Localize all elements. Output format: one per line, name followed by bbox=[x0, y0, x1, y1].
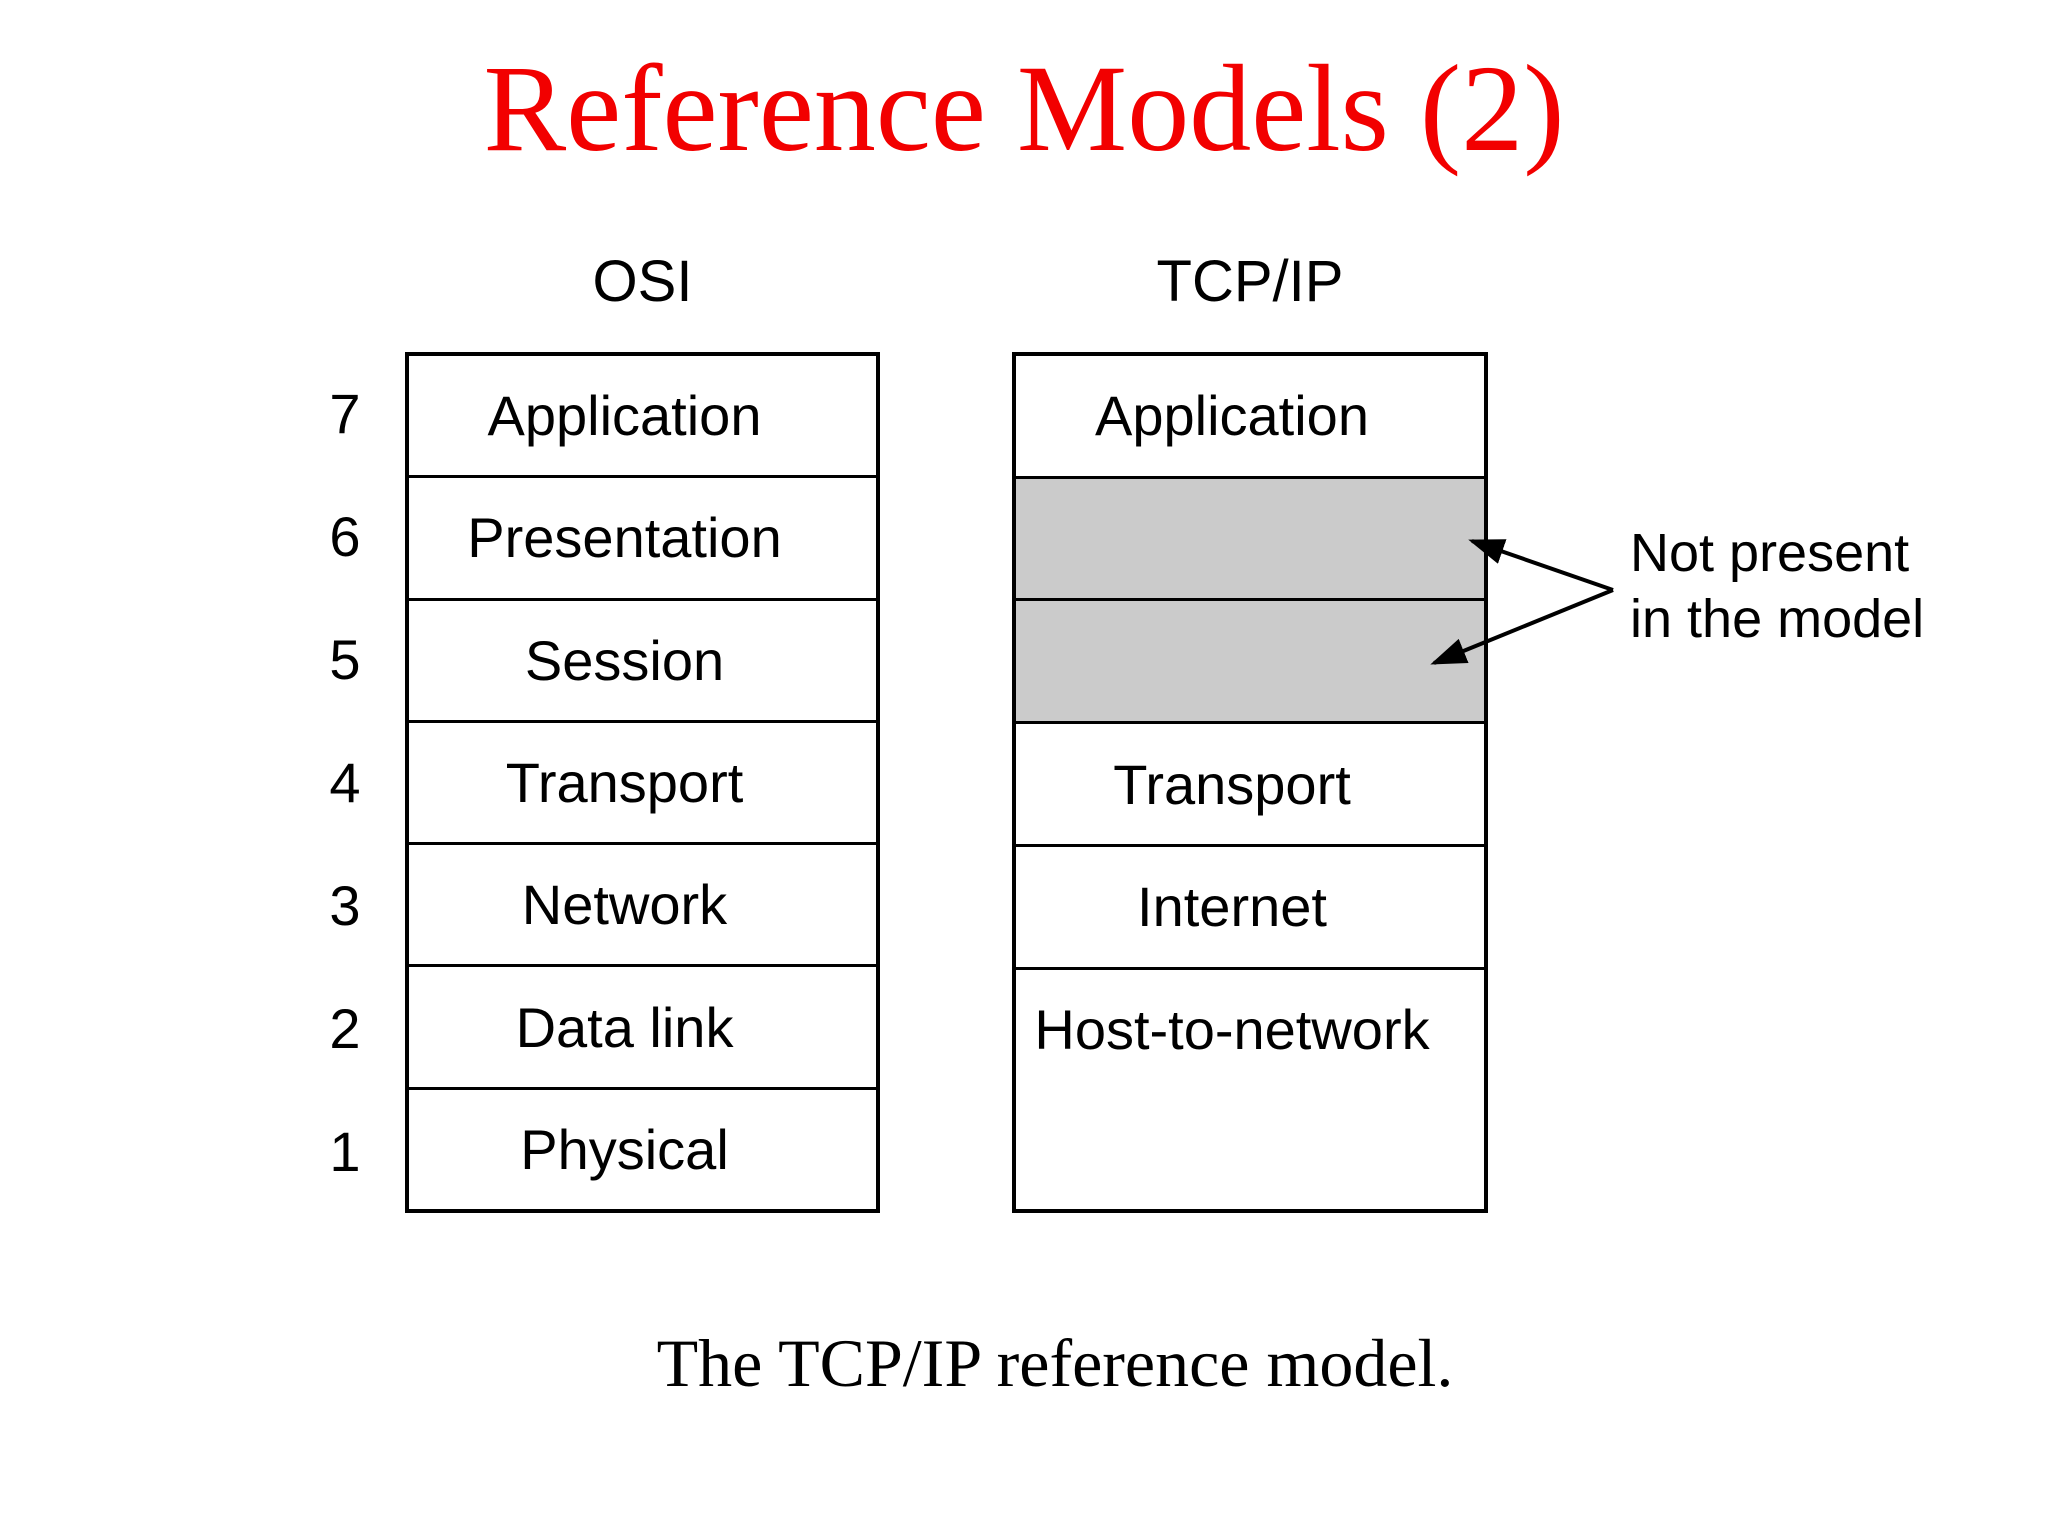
osi-layer-session: Session bbox=[409, 601, 876, 723]
osi-column-header: OSI bbox=[592, 249, 693, 314]
tcpip-stack-box: Application Transport Internet Host-to-n… bbox=[1012, 352, 1488, 1213]
arrow-to-upper-gray-box bbox=[1468, 539, 1614, 592]
osi-layer-numbers: 7 6 5 4 3 2 1 bbox=[295, 352, 395, 1213]
figure-caption: The TCP/IP reference model. bbox=[656, 1325, 1454, 1401]
layer-number-6: 6 bbox=[329, 505, 361, 568]
tcpip-column-header: TCP/IP bbox=[1156, 249, 1344, 314]
layer-number-5: 5 bbox=[329, 628, 361, 691]
tcpip-layer-host-to-network: Host-to-network bbox=[1016, 970, 1484, 1209]
not-present-arrows bbox=[1430, 539, 1614, 665]
osi-layer-network: Network bbox=[409, 845, 876, 968]
arrow-to-lower-gray-box bbox=[1430, 588, 1614, 665]
osi-layer-datalink: Data link bbox=[409, 967, 876, 1090]
tcpip-absent-row-upper bbox=[1016, 478, 1484, 602]
layer-number-4: 4 bbox=[329, 751, 361, 814]
layer-number-3: 3 bbox=[329, 874, 361, 937]
tcpip-layer-internet: Internet bbox=[1016, 847, 1484, 970]
layer-number-1: 1 bbox=[329, 1120, 361, 1183]
osi-stack-box: Application Presentation Session Transpo… bbox=[405, 352, 880, 1213]
annotation-line-2: in the model bbox=[1630, 589, 1925, 649]
osi-layer-application: Application bbox=[409, 356, 876, 479]
layer-number-2: 2 bbox=[329, 997, 361, 1060]
layer-number-7: 7 bbox=[329, 382, 361, 445]
slide-title: Reference Models (2) bbox=[483, 40, 1565, 177]
tcpip-layer-application: Application bbox=[1016, 356, 1484, 479]
tcpip-absent-row-lower bbox=[1016, 601, 1484, 725]
osi-layer-presentation: Presentation bbox=[409, 478, 876, 601]
tcpip-layer-host-to-network-label: Host-to-network bbox=[1034, 997, 1430, 1061]
annotation-line-1: Not present bbox=[1630, 523, 1910, 583]
osi-layer-transport: Transport bbox=[409, 723, 876, 846]
osi-layer-physical: Physical bbox=[520, 1117, 729, 1181]
not-present-annotation: Not present in the model bbox=[1630, 520, 1924, 652]
tcpip-layer-transport: Transport bbox=[1016, 724, 1484, 847]
